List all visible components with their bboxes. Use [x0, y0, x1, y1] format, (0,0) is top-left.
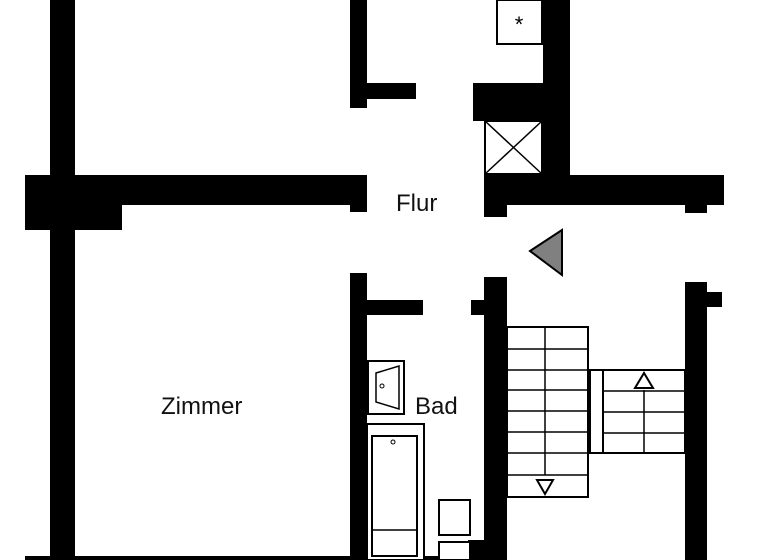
sink-icon — [367, 360, 405, 415]
wall-corner-block — [25, 175, 122, 230]
room-label-bad: Bad — [415, 393, 458, 420]
stair-up-arrow-icon — [633, 371, 655, 389]
wall-stair-right-stub — [700, 292, 722, 307]
room-label-flur: Flur — [396, 190, 438, 217]
wall-right-stub-right — [685, 200, 707, 213]
wall-right-stub-left — [484, 200, 507, 217]
wall-bad-top-return — [350, 300, 423, 315]
wall-stub — [350, 200, 367, 212]
stair-flight-left — [506, 326, 589, 498]
wall-bad-right-stub — [471, 300, 487, 315]
entrance-arrow-icon — [528, 228, 563, 277]
wall-top-center-return — [350, 83, 416, 99]
wall-shaft-right — [543, 0, 570, 205]
wall-bottom-left — [25, 556, 475, 560]
wall-bad-right — [484, 277, 507, 560]
wall-bad-corner — [468, 540, 488, 560]
toilet-icon — [438, 499, 471, 560]
appliance-box — [496, 0, 543, 45]
room-label-zimmer: Zimmer — [161, 393, 243, 420]
wall-stair-right — [685, 282, 707, 560]
wall-top-center-vertical — [350, 0, 367, 108]
bathtub-icon — [366, 423, 425, 560]
wall-horizontal-right — [484, 175, 724, 205]
stair-down-arrow-icon — [535, 479, 555, 497]
walls — [25, 0, 724, 560]
shaft-x-icon — [484, 120, 543, 175]
stair-landing — [589, 369, 604, 454]
vent-marker-icon: * — [515, 12, 524, 37]
wall-left-outer — [50, 0, 75, 560]
wall-bad-left — [350, 273, 367, 560]
